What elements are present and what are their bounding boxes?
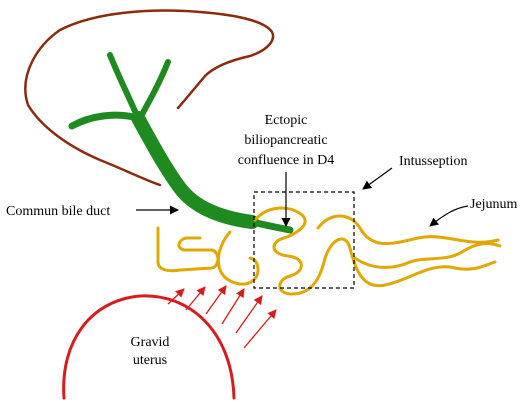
intussusception-label: Intusseption	[399, 154, 467, 169]
pressure-arrow	[243, 309, 277, 349]
gravid-uterus-label-line1: Gravid	[131, 335, 170, 350]
gravid-uterus-label-line2: uterus	[133, 353, 167, 368]
pressure-arrow	[167, 288, 185, 305]
pressure-arrow	[235, 295, 263, 334]
jejunum-pointer-arrow	[429, 205, 469, 227]
pressure-arrow	[185, 286, 206, 311]
common-bile-duct-label: Commun bile duct	[6, 204, 110, 219]
pressure-arrow	[221, 288, 245, 325]
pressure-arrow	[205, 285, 227, 315]
ectopic-label-line2: biliopancreatic	[244, 133, 327, 148]
ectopic-label-line3: confluence in D4	[238, 153, 334, 168]
intussusception-box	[253, 191, 355, 289]
pressure-arrows	[167, 285, 277, 349]
intestine	[156, 206, 502, 296]
intussusception-pointer-arrow	[362, 167, 393, 190]
bile-duct	[68, 52, 294, 234]
ectopic-label-line1: Ectopic	[265, 113, 308, 128]
liver-outline	[24, 9, 275, 187]
jejunum-label: Jejunum	[470, 197, 518, 212]
gravid-uterus	[62, 294, 236, 400]
